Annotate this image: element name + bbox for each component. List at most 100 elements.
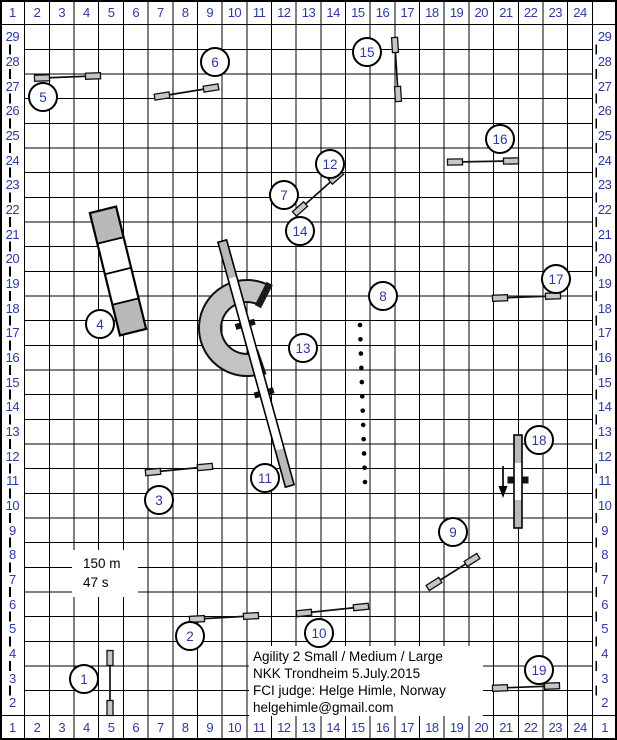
jump-wing bbox=[295, 608, 313, 618]
grid-col-label-bottom: 6 bbox=[132, 720, 140, 736]
dog-walk-support bbox=[268, 387, 275, 395]
jump-wing bbox=[446, 158, 464, 166]
grid-row-label-left: 25 bbox=[5, 128, 20, 144]
grid-row-label-left: 27 bbox=[5, 78, 20, 94]
event-judge: FCI judge: Helge Himle, Norway bbox=[253, 683, 446, 698]
grid-row-label-left: 21 bbox=[5, 226, 20, 242]
grid-col-label-bottom: 15 bbox=[351, 720, 365, 736]
grid-row-label-right: 27 bbox=[597, 78, 612, 94]
grid-col-label-top: 14 bbox=[326, 4, 340, 20]
jump-wing bbox=[463, 552, 481, 568]
grid-row-label-left: 9 bbox=[8, 522, 16, 538]
jump-9 bbox=[425, 552, 481, 592]
grid-col-label-top: 2 bbox=[33, 4, 41, 20]
jump-3 bbox=[144, 462, 214, 477]
grid-row-label-right: 17 bbox=[597, 325, 612, 341]
grid-col-label-bottom: 2 bbox=[33, 720, 41, 736]
grid-col-label-top: 13 bbox=[301, 4, 316, 20]
grid-row-label-right: 2 bbox=[601, 695, 609, 711]
grid-corner-label: 1 bbox=[601, 720, 609, 736]
jump-wing bbox=[106, 649, 114, 667]
jump-wing bbox=[543, 682, 561, 690]
event-email: helgehimle@gmail.com bbox=[253, 700, 394, 715]
grid-col-label-bottom: 20 bbox=[474, 720, 489, 736]
grid-row-label-right: 16 bbox=[597, 350, 612, 366]
grid-col-label-bottom: 4 bbox=[83, 720, 90, 736]
obstacle-number-10: 10 bbox=[304, 618, 334, 648]
dog-walk bbox=[216, 238, 296, 489]
grid-col-label-top: 10 bbox=[227, 4, 242, 20]
grid-row-label-left: 20 bbox=[5, 251, 20, 267]
grid-row-label-right: 3 bbox=[601, 670, 609, 686]
obstacle-number-2: 2 bbox=[175, 621, 205, 651]
grid-col-label-top: 20 bbox=[474, 4, 489, 20]
grid-row-label-left: 2 bbox=[8, 695, 16, 711]
grid-col-label-top: 24 bbox=[573, 4, 587, 20]
weave-pole bbox=[361, 451, 367, 456]
obstacle-number-14: 14 bbox=[285, 216, 315, 246]
grid-row-label-left: 18 bbox=[5, 300, 20, 316]
weave-pole bbox=[360, 408, 366, 413]
event-info-box: Agility 2 Small / Medium / Large NKK Tro… bbox=[249, 646, 483, 716]
grid-col-label-top: 19 bbox=[449, 4, 464, 20]
grid-row-label-right: 15 bbox=[597, 374, 612, 390]
grid-col-label-top: 21 bbox=[499, 4, 513, 20]
grid-col-label-bottom: 5 bbox=[107, 720, 115, 736]
grid-row-label-left: 6 bbox=[8, 596, 16, 612]
grid-row-label-right: 13 bbox=[597, 424, 612, 440]
grid-row-label-right: 6 bbox=[601, 596, 609, 612]
grid-col-label-bottom: 19 bbox=[449, 720, 464, 736]
grid-col-label-bottom: 12 bbox=[277, 720, 291, 736]
grid-row-label-left: 4 bbox=[8, 646, 16, 662]
grid-row-label-left: 17 bbox=[5, 325, 20, 341]
jump-wing bbox=[291, 200, 309, 218]
grid-col-label-top: 16 bbox=[375, 4, 390, 20]
grid-row-label-right: 7 bbox=[601, 572, 609, 588]
weave-pole bbox=[359, 394, 365, 399]
jump-wing bbox=[425, 576, 443, 592]
grid-row-label-left: 13 bbox=[5, 424, 20, 440]
grid-row-label-left: 22 bbox=[5, 202, 20, 218]
jump-wing bbox=[202, 83, 220, 93]
obstacle-number-17: 17 bbox=[541, 264, 571, 294]
grid-col-label-top: 3 bbox=[58, 4, 66, 20]
grid-col-label-top: 1 bbox=[8, 4, 16, 20]
event-location: NKK Trondheim 5.July.2015 bbox=[253, 666, 421, 681]
jump-wing bbox=[196, 462, 214, 472]
grid-col-label-bottom: 1 bbox=[8, 720, 16, 736]
grid-row-label-left: 10 bbox=[5, 498, 20, 514]
obstacle-number-19: 19 bbox=[524, 655, 554, 685]
course-info-box: 150 m 47 s bbox=[72, 550, 138, 597]
obstacle-number-18: 18 bbox=[524, 425, 554, 455]
obstacle-number-12: 12 bbox=[315, 149, 345, 179]
grid-row-label-right: 11 bbox=[598, 473, 611, 489]
obstacle-number-8: 8 bbox=[368, 281, 398, 311]
grid-col-label-top: 11 bbox=[252, 4, 266, 20]
grid-row-label-right: 23 bbox=[597, 177, 612, 193]
jump-wing bbox=[33, 74, 51, 82]
obstacle-number-6: 6 bbox=[200, 47, 230, 77]
jump-wing bbox=[106, 699, 114, 717]
grid-row-label-right: 24 bbox=[597, 152, 612, 168]
grid-col-label-bottom: 11 bbox=[252, 720, 266, 736]
grid-row-label-left: 28 bbox=[5, 54, 20, 70]
grid-row-label-right: 28 bbox=[597, 54, 612, 70]
grid-col-label-bottom: 18 bbox=[425, 720, 439, 736]
jump-16 bbox=[446, 157, 520, 166]
grid-row-label-right: 8 bbox=[601, 547, 609, 563]
grid-col-label-top: 5 bbox=[107, 4, 115, 20]
grid-col-label-bottom: 16 bbox=[375, 720, 390, 736]
grid-row-label-left: 29 bbox=[5, 29, 20, 45]
weave-pole bbox=[362, 465, 367, 471]
jump-10 bbox=[295, 602, 370, 618]
jump-wing bbox=[153, 91, 171, 101]
obstacle-number-4: 4 bbox=[85, 309, 115, 339]
grid-col-label-top: 22 bbox=[523, 4, 538, 20]
see-saw-pivot bbox=[507, 476, 514, 484]
jump-wing bbox=[491, 684, 509, 692]
grid-row-label-left: 16 bbox=[5, 350, 20, 366]
